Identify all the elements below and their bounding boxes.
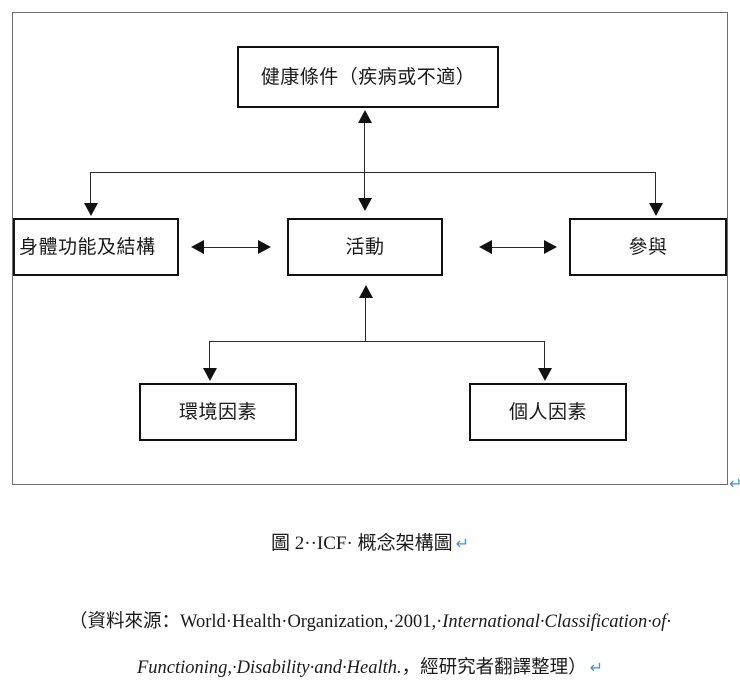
connector-health-activity-arrow-down — [358, 198, 372, 211]
source-note-line-2: Functioning,·Disability·and·Health.，經研究者… — [0, 645, 740, 691]
connector-activity-participation-line — [487, 247, 551, 248]
connector-bus-to-personal-drop — [544, 341, 545, 370]
source-note-line-1-plain: （資料來源：World·Health·Organization,·2001,· — [69, 612, 443, 632]
node-environmental-factors[interactable]: 環境因素 — [139, 383, 297, 441]
connector-health-to-participation-drop — [655, 172, 656, 205]
connector-body-activity-arrow-right — [258, 240, 271, 254]
connector-health-to-body-arrow — [84, 203, 98, 216]
paragraph-mark-icon-caption: ↵ — [455, 534, 469, 553]
node-personal-factors-label: 個人因素 — [508, 401, 587, 423]
node-body-functions-structures[interactable]: 身體功能及結構 — [13, 218, 179, 276]
connector-bus-to-personal-arrow — [538, 368, 552, 381]
connector-body-activity-arrow-left — [191, 240, 204, 254]
connector-activity-participation-arrow-right — [544, 240, 557, 254]
paragraph-mark-icon: ↵ — [729, 474, 740, 493]
connector-factors-to-activity-arrow — [359, 285, 373, 298]
node-participation[interactable]: 參與 — [569, 218, 727, 276]
figure-caption: 圖 2··ICF· 概念架構圖↵ — [0, 528, 740, 555]
node-activity[interactable]: 活動 — [287, 218, 443, 276]
connector-factors-to-activity-stem — [365, 297, 366, 342]
connector-factors-bus — [209, 341, 545, 342]
connector-bus-to-environment-drop — [209, 341, 210, 370]
node-activity-label: 活動 — [345, 236, 385, 258]
source-note-line-1-italic-title: International·Classification·of· — [442, 612, 671, 632]
source-note-line-2-plain: ，經研究者翻譯整理） — [401, 658, 587, 678]
node-body-functions-structures-label: 身體功能及結構 — [19, 236, 156, 258]
source-note: （資料來源：World·Health·Organization,·2001,·I… — [0, 600, 740, 691]
source-note-line-1: （資料來源：World·Health·Organization,·2001,·I… — [0, 600, 740, 645]
connector-health-activity-arrow-up — [358, 110, 372, 123]
connector-body-activity-line — [199, 247, 265, 248]
connector-health-activity-line — [364, 122, 365, 210]
connector-health-branch-bus — [90, 172, 656, 173]
node-personal-factors[interactable]: 個人因素 — [469, 383, 627, 441]
node-health-condition[interactable]: 健康條件（疾病或不適） — [237, 46, 499, 108]
connector-health-to-participation-arrow — [649, 203, 663, 216]
node-health-condition-label: 健康條件（疾病或不適） — [260, 66, 476, 88]
node-participation-label: 參與 — [628, 236, 668, 258]
node-environmental-factors-label: 環境因素 — [178, 401, 257, 423]
connector-bus-to-environment-arrow — [203, 368, 217, 381]
paragraph-mark-icon-source: ↵ — [589, 658, 604, 677]
figure-caption-text: 圖 2··ICF· 概念架構圖 — [271, 533, 453, 554]
connector-activity-participation-arrow-left — [479, 240, 492, 254]
connector-health-to-body-drop — [90, 172, 91, 205]
source-note-line-2-italic-title: Functioning,·Disability·and·Health. — [136, 658, 402, 678]
